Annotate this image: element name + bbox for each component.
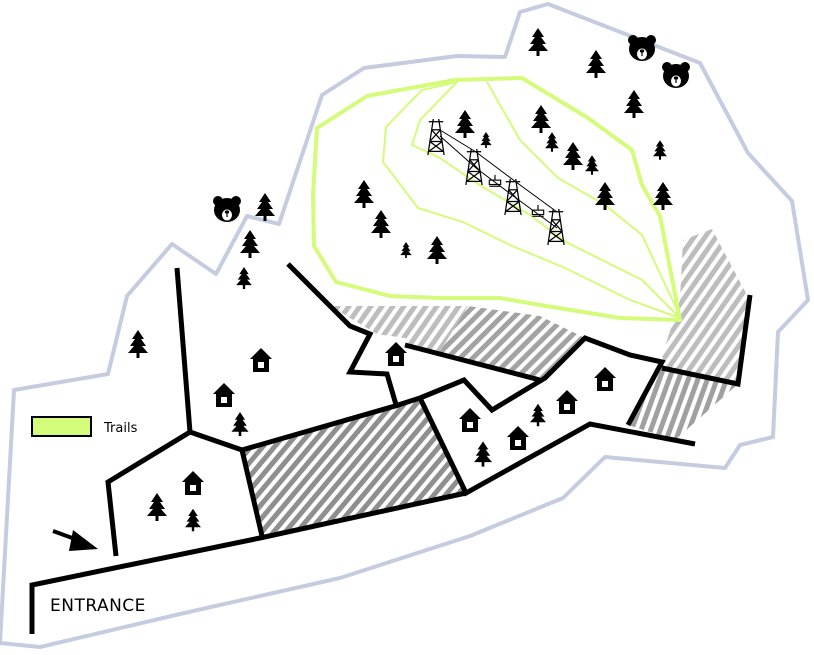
pine-tree-icon: [474, 441, 492, 467]
road-south-parcel-edge: [239, 449, 265, 537]
pine-tree-icon: [480, 132, 492, 148]
pine-tree-icon: [400, 242, 412, 258]
road-lodge-edge: [404, 342, 541, 383]
ski-lift-cable-lower: [439, 135, 558, 229]
pine-tree-icon: [585, 155, 599, 175]
road-east: [661, 294, 753, 388]
pine-tree-icon: [563, 142, 583, 170]
hatched-area-east: [662, 297, 748, 384]
pine-tree-icon: [653, 140, 667, 160]
ski-lift-chair-icon: [488, 174, 502, 187]
trail-east-branch: [486, 81, 679, 313]
hatched-area-east-lower: [628, 368, 738, 440]
cabin-icon[interactable]: [250, 348, 272, 372]
pine-tree-icon: [371, 210, 391, 238]
ski-lift-cable: [439, 129, 558, 213]
entrance-arrow-icon: [52, 529, 98, 551]
pine-tree-icon: [586, 50, 606, 78]
bear-icon: [662, 62, 690, 88]
cabin-icon[interactable]: [385, 342, 407, 366]
entrance: ENTRANCE: [50, 529, 146, 616]
hatched-area-northeast: [680, 229, 748, 300]
ski-lift-chair-icon: [531, 204, 545, 217]
pine-tree-icon: [236, 267, 252, 289]
pine-tree-icon: [545, 132, 559, 152]
pine-tree-icon: [455, 110, 475, 138]
legend: Trails: [31, 416, 138, 437]
road-to-lot: [417, 396, 696, 497]
cabin-icon[interactable]: [507, 426, 529, 450]
pine-tree-icon: [354, 180, 374, 208]
road-north: [286, 262, 400, 409]
road-network: [29, 262, 753, 634]
cabin-icon[interactable]: [182, 471, 204, 495]
road-main: [29, 490, 467, 634]
pine-tree-icon: [528, 28, 548, 56]
trail-inner-loop: [381, 80, 681, 319]
cabin-icon[interactable]: [556, 390, 578, 414]
road-loop: [419, 335, 666, 427]
trail-swatch: [31, 416, 92, 437]
pine-tree-icon: [531, 105, 551, 133]
pine-tree-icon: [147, 493, 167, 521]
pine-tree-icon: [231, 412, 249, 436]
cabin-icon[interactable]: [594, 367, 616, 391]
hatched-area-south: [242, 398, 466, 535]
road-central: [189, 395, 421, 453]
pine-tree-icon: [530, 403, 546, 427]
cabin-icon[interactable]: [459, 408, 481, 432]
cabin-icon[interactable]: [213, 383, 235, 407]
bear-icon: [213, 196, 241, 222]
ski-lift-tower-icon: [427, 118, 445, 156]
legend-trails-label: Trails: [103, 421, 138, 436]
pine-tree-icon: [427, 236, 447, 264]
pine-tree-icon: [128, 330, 148, 358]
pine-tree-icon: [595, 182, 615, 210]
hatched-area-center-left: [330, 306, 468, 355]
pine-tree-icon: [240, 230, 260, 258]
road-west-spur: [105, 267, 193, 557]
trail-outer-loop: [311, 76, 682, 322]
entrance-label: ENTRANCE: [50, 596, 146, 616]
bear-group: [213, 35, 690, 222]
bear-icon: [628, 35, 656, 61]
pine-tree-icon: [624, 90, 644, 118]
pine-tree-icon: [185, 508, 201, 532]
